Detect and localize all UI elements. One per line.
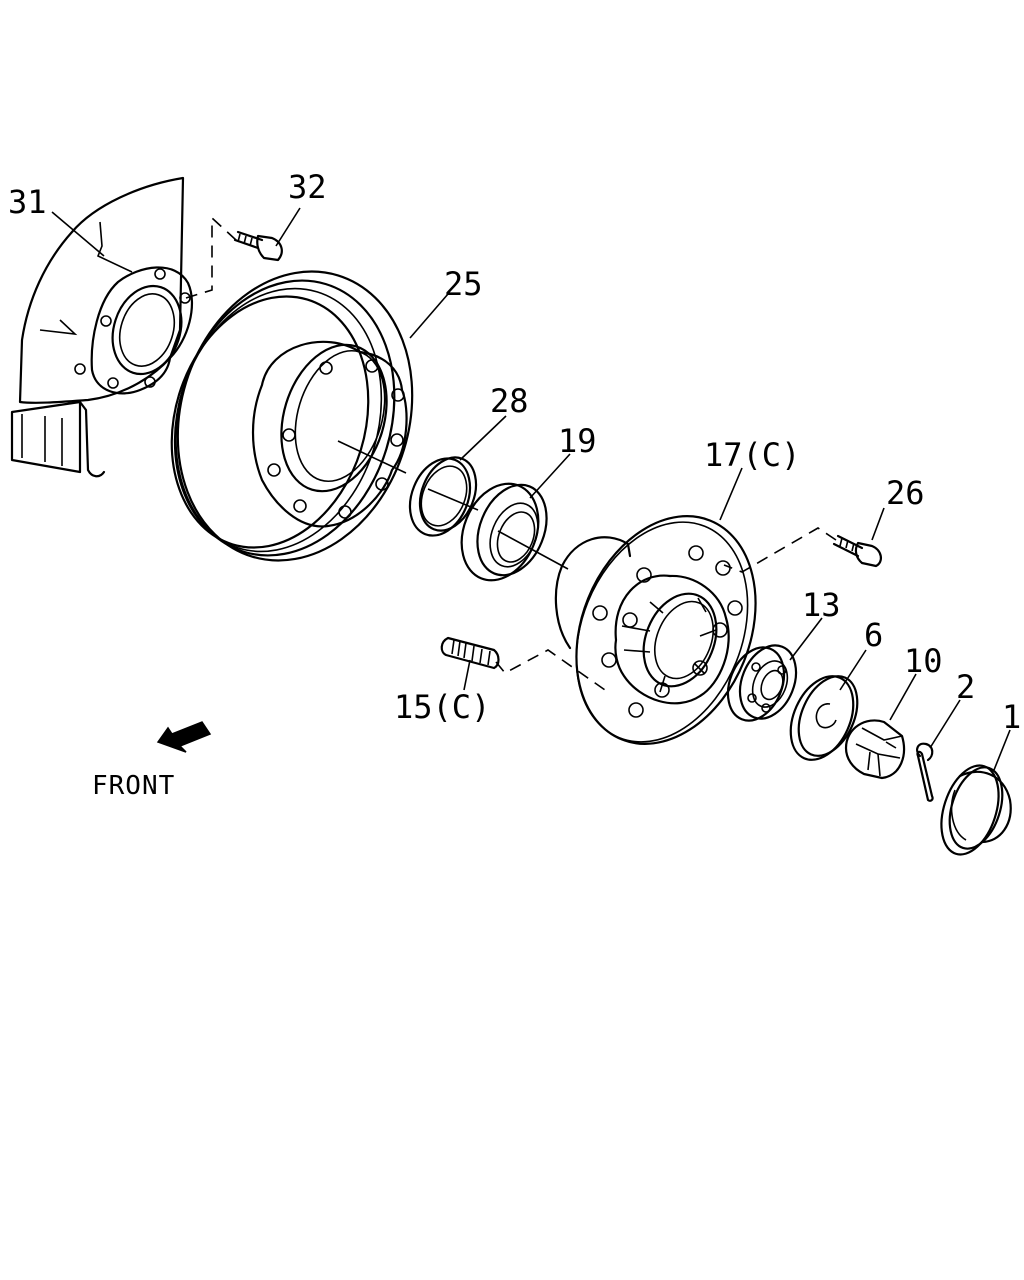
part-32-bolt (185, 216, 283, 299)
part-10-castle-nut (844, 719, 906, 780)
callout-25: 25 (444, 265, 483, 303)
part-6-washer (789, 675, 859, 761)
callout-6: 6 (864, 616, 883, 654)
part-15-wheel-stud (440, 636, 606, 691)
part-13-outer-bearing (726, 644, 798, 722)
front-label: FRONT (92, 771, 175, 801)
callout-13: 13 (802, 586, 841, 624)
callout-15: 15(C) (394, 688, 490, 726)
front-arrow-icon (156, 721, 212, 753)
callout-2: 2 (956, 668, 975, 706)
part-31-dust-shield (10, 176, 194, 478)
callout-19: 19 (558, 422, 597, 460)
part-19-inner-bearing (427, 482, 569, 582)
part-25-brake-drum (170, 270, 414, 562)
callout-26: 26 (886, 474, 925, 512)
part-17-wheel-hub (554, 515, 757, 745)
callout-32: 32 (288, 168, 327, 206)
part-2-cotter-pin (916, 742, 934, 802)
leader-lines (51, 207, 1011, 771)
callout-31: 31 (8, 183, 47, 221)
callout-17: 17(C) (704, 436, 800, 474)
callout-10: 10 (904, 642, 943, 680)
callout-28: 28 (490, 382, 529, 420)
callout-1: 1 (1002, 698, 1021, 736)
part-26-bolt (723, 527, 882, 573)
part-1-hub-cap (940, 764, 1012, 856)
